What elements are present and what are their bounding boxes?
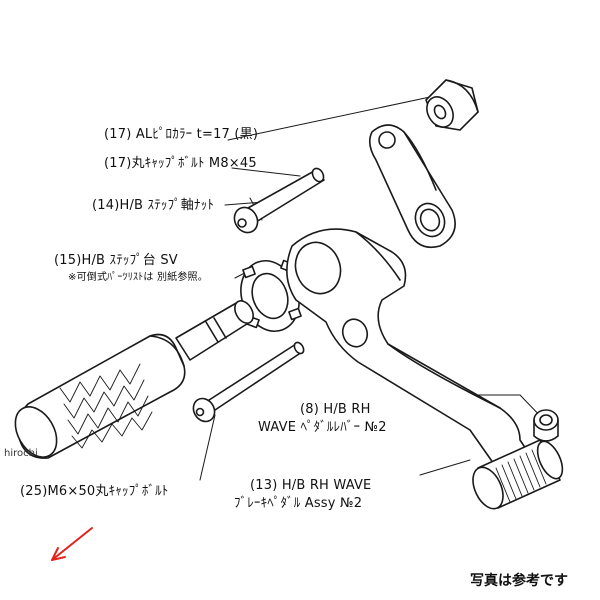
watermark: hirochi xyxy=(4,448,38,459)
pedal-pivot-bolt xyxy=(533,409,559,442)
cap-bolt-m8 xyxy=(233,167,325,234)
footpeg-body xyxy=(14,333,186,459)
brake-pedal-tip xyxy=(472,439,564,510)
label-pedal-lever-2: WAVE ﾍﾟﾀﾞﾙﾚﾊﾞｰ №2 xyxy=(258,420,387,435)
cap-bolt-m6 xyxy=(192,341,305,423)
label-brake-pedal-2: ﾌﾞﾚｰｷﾍﾟﾀﾞﾙ Assy №2 xyxy=(234,496,363,511)
red-arrow xyxy=(51,527,93,561)
pedal-lever xyxy=(286,228,541,485)
label-cap-bolt-m8: (17)丸ｷｬｯﾌﾟﾎﾞﾙﾄ M8×45 xyxy=(104,156,257,171)
label-brake-pedal-1: (13) H/B RH WAVE xyxy=(250,478,372,493)
footpeg-shaft xyxy=(175,300,254,361)
label-cap-bolt-m6: (25)M6×50丸ｷｬｯﾌﾟﾎﾞﾙﾄ xyxy=(20,484,169,499)
label-footpeg-note: ※可倒式ﾊﾟｰﾂﾘｽﾄは 別紙参照。 xyxy=(68,272,208,283)
brake-rod-bracket xyxy=(368,124,456,249)
label-footpeg-base: (15)H/B ｽﾃｯﾌﾟ台 SV xyxy=(54,253,178,268)
label-step-axis-nut: (14)H/B ｽﾃｯﾌﾟ軸ﾅｯﾄ xyxy=(92,198,215,213)
pivot-collar xyxy=(425,79,479,131)
label-pivot-collar: (17) ALﾋﾟﾛｶﾗｰ t=17 (黒) xyxy=(104,127,259,142)
label-pedal-lever-1: (8) H/B RH xyxy=(300,402,371,417)
photo-reference-note: 写真は参考です xyxy=(470,573,568,589)
